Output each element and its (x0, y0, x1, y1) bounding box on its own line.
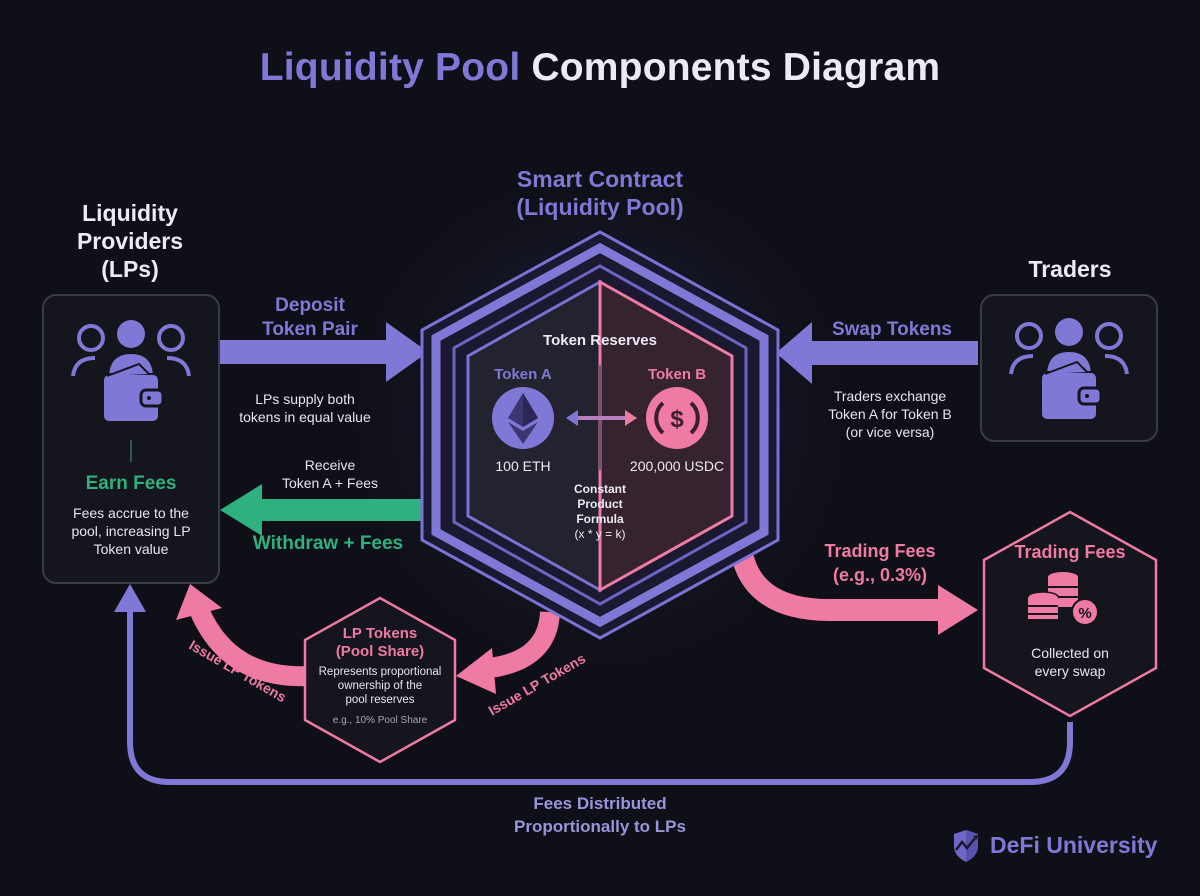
formula-line4: (x * y = k) (574, 527, 626, 541)
withdraw-arrowhead (220, 484, 262, 536)
smart-contract-heading-line2: (Liquidity Pool) (516, 194, 684, 220)
lp-tokens-desc-line2: ownership of the (337, 680, 423, 692)
coins-percent-icon: % (1027, 572, 1099, 626)
trading-fees-box-note: Collected on every swap (990, 644, 1150, 680)
issue-lp-right-curve (488, 611, 560, 678)
token-a-amount: 100 ETH (495, 458, 551, 474)
svg-text:%: % (1078, 605, 1091, 622)
lp-tokens-desc-line3: pool reserves (345, 694, 415, 706)
earn-fees-line3: Token value (93, 541, 169, 557)
lp-heading-line1: Liquidity (82, 200, 178, 226)
fees-distributed-line (127, 600, 1073, 785)
token-b-amount: 200,000 USDC (629, 458, 725, 474)
token-reserves-title[interactable]: Token Reserves (543, 332, 657, 349)
traders-users-wallet-icon (1009, 318, 1129, 421)
earn-fees-description: Fees accrue to the pool, increasing LP T… (44, 504, 218, 558)
formula-line3: Formula (576, 512, 624, 526)
fees-distributed-label: Fees Distributed Proportionally to LPs (450, 792, 750, 838)
trading-fees-note-line1: Collected on (1031, 645, 1109, 661)
deposit-arrowhead (386, 322, 428, 382)
token-b-label: Token B (647, 366, 707, 383)
svg-text:$: $ (670, 406, 684, 433)
deposit-label-line2: Token Pair (262, 319, 358, 340)
page-title: Liquidity Pool Components Diagram (0, 46, 1200, 90)
title-rest: Components Diagram (531, 46, 941, 89)
liquidity-providers-card[interactable]: Earn Fees Fees accrue to the pool, incre… (42, 294, 220, 584)
fees-distributed-arrowhead (114, 584, 146, 612)
withdraw-label: Withdraw + Fees (252, 533, 404, 554)
brand-logo[interactable]: DeFi University (952, 828, 1172, 864)
formula-line1: Constant (574, 482, 626, 496)
pool-hex-middle (431, 242, 769, 628)
lp-tokens-title-line2: (Pool Share) (335, 643, 425, 660)
trading-fees-note-line2: every swap (1034, 663, 1106, 679)
deposit-note: LPs supply both tokens in equal value (215, 390, 395, 426)
fees-distributed-line1: Fees Distributed (533, 794, 667, 813)
earn-fees-title: Earn Fees (85, 473, 177, 494)
withdraw-note-line2: Token A + Fees (281, 475, 379, 491)
token-a-label: Token A (494, 366, 552, 383)
smart-contract-heading: Smart Contract (Liquidity Pool) (450, 165, 750, 221)
lp-heading: Liquidity Providers (LPs) (30, 199, 230, 283)
pool-hex-inner-ring (452, 264, 748, 606)
swap-double-arrow-icon (566, 410, 637, 426)
lp-tokens-example: e.g., 10% Pool Share (332, 715, 428, 726)
users-wallet-icon (71, 320, 191, 423)
swap-arrowhead (776, 322, 812, 384)
issue-lp-right-arrowhead (456, 648, 496, 694)
trading-fees-hex (982, 510, 1158, 718)
swap-tokens-label: Swap Tokens (831, 319, 952, 340)
deposit-label-line1: Deposit (275, 295, 345, 316)
swap-note-line2: Token A for Token B (828, 406, 952, 422)
formula-line2: Product (577, 497, 623, 511)
swap-note-line3: (or vice versa) (845, 424, 935, 440)
lp-tokens-title: LP Tokens (Pool Share) (300, 625, 460, 661)
swap-note-line1: Traders exchange (833, 388, 947, 404)
issue-lp-left-arrowhead (176, 584, 222, 620)
traders-heading: Traders (1028, 256, 1112, 282)
swap-arrow-shaft (808, 341, 978, 365)
withdraw-note-line1: Receive (304, 457, 356, 473)
deposit-label: Deposit Token Pair (220, 294, 400, 342)
fees-distributed-line2: Proportionally to LPs (514, 817, 686, 836)
earn-fees-line1: Fees accrue to the (73, 505, 189, 521)
constant-product-formula: Constant Product Formula (x * y = k) (540, 482, 660, 542)
earn-fees-line2: pool, increasing LP (71, 523, 191, 539)
lp-tokens-hex (303, 596, 457, 764)
usdc-icon: $ (646, 387, 708, 449)
deposit-arrow-shaft (220, 340, 390, 364)
trading-fees-arrow-label: Trading Fees (e.g., 0.3%) (800, 539, 960, 587)
trading-fees-arrowhead (938, 585, 978, 635)
swap-note: Traders exchange Token A for Token B (or… (800, 387, 980, 441)
traders-card[interactable] (980, 294, 1158, 442)
shield-chart-icon (954, 830, 978, 862)
trading-fees-arrow-line2: (e.g., 0.3%) (832, 565, 928, 585)
ethereum-icon (492, 387, 554, 449)
lp-tokens-description: Represents proportional ownership of the… (300, 665, 460, 707)
withdraw-arrow-shaft (258, 499, 426, 521)
card-divider (130, 440, 132, 462)
issue-lp-left-curve (190, 607, 311, 687)
brand-name: DeFi University (990, 832, 1158, 858)
deposit-note-line2: tokens in equal value (239, 409, 371, 425)
lp-heading-line2: Providers (76, 228, 184, 254)
trading-fees-arrow-line1: Trading Fees (824, 541, 936, 561)
deposit-note-line1: LPs supply both (255, 391, 355, 407)
trading-fees-box-title: Trading Fees (1014, 542, 1126, 562)
smart-contract-heading-line1: Smart Contract (516, 166, 684, 192)
title-highlight: Liquidity Pool (259, 46, 521, 89)
withdraw-note: Receive Token A + Fees (240, 456, 420, 492)
lp-tokens-desc-line1: Represents proportional (318, 666, 442, 678)
lp-tokens-title-line1: LP Tokens (342, 625, 418, 642)
lp-heading-line3: (LPs) (101, 256, 159, 282)
